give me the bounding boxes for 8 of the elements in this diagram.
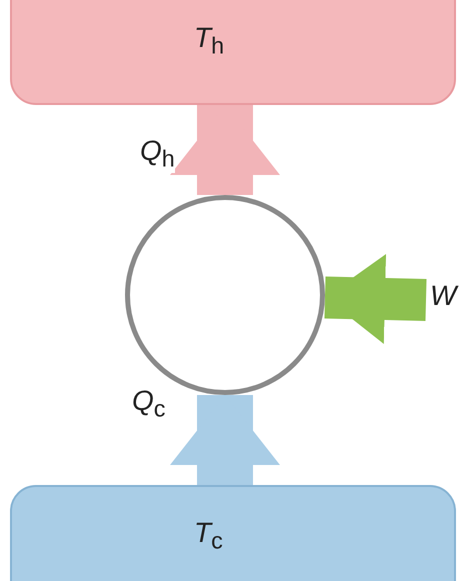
arrow [170,395,280,485]
arrow [324,254,426,344]
temperature-label: T$_{h}$ [194,22,224,60]
arrow [170,105,280,195]
reservoir-box [10,485,456,581]
temperature-label: T$_{c}$ [194,517,223,555]
reservoir-box [10,0,456,105]
work-label: W [430,280,456,312]
